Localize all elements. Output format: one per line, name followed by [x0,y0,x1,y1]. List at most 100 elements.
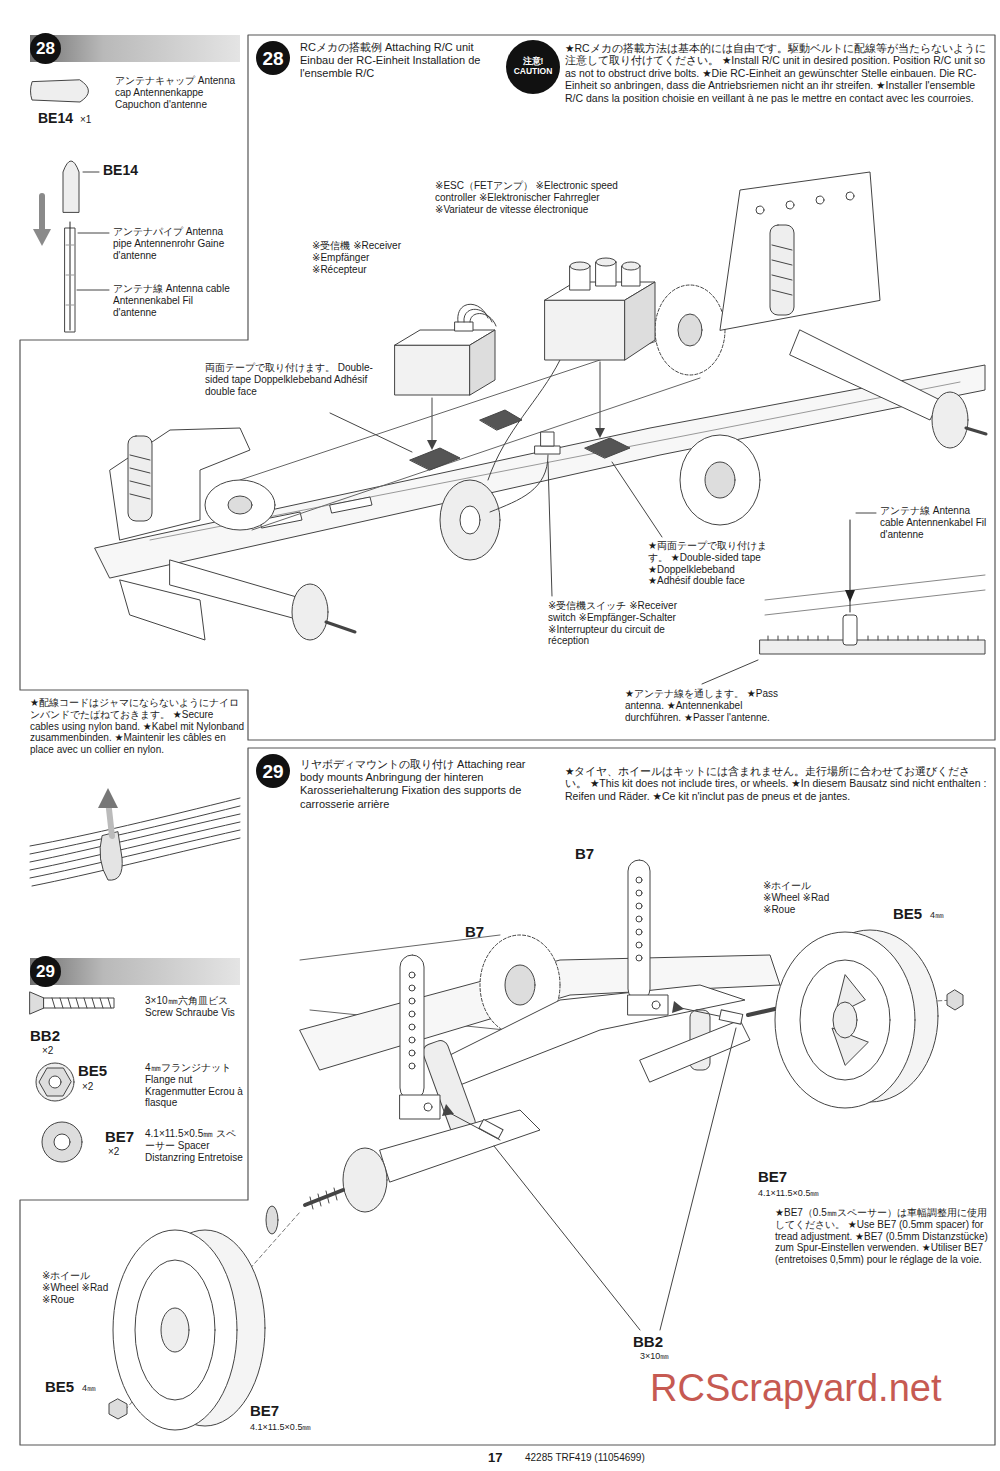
screw-part [30,992,114,1014]
screw-part-stroke [84,998,87,1008]
step-number: 28 [36,40,55,57]
receiver-unit-stroke [395,345,470,395]
chassis-illustration-stroke [786,201,794,209]
step-number: 29 [36,963,55,980]
chassis-illustration-stroke [120,580,205,640]
screw-part-stroke [92,998,95,1008]
body-mount-post-stroke [652,1001,660,1009]
chassis-illustration-stroke [130,455,150,499]
speed-controller-unit [488,258,655,480]
rear-chassis-illustration-stroke [310,1188,337,1209]
panel-frame-stroke [20,748,995,1445]
body-mount-post-stroke [409,1024,415,1030]
screw-arrows-stroke [672,1001,684,1013]
receiver-switch [490,432,560,596]
chassis-illustration-stroke [228,496,252,514]
double-sided-tape [330,410,662,537]
dimension: 4.1×11.5×0.5㎜ [250,1422,311,1433]
part-name: アンテナ線 Antenna cable Antennenkabel Fil d'… [113,283,238,318]
rear-chassis-illustration-stroke [640,1020,750,1082]
quantity: ×2 [108,1146,119,1158]
double-sided-tape-stroke [585,438,630,458]
receiver-unit-stroke [427,440,437,450]
body-mount-post-stroke [409,972,415,978]
body-mount-post-stroke [628,995,668,1015]
wheel-illustration-stroke [161,1308,189,1352]
dimension: 4㎜ [930,910,944,921]
step-number-circle: 28 [256,41,290,75]
rear-chassis-illustration-stroke [421,1038,478,1136]
chassis-illustration-stroke [680,435,760,525]
body-mount-post-stroke [409,1037,415,1043]
receiver-unit-stroke [432,398,433,446]
step-header-band: 28 [30,35,240,62]
component-label: ※受信機スイッチ ※Receiver switch ※Empfänger-Sch… [548,600,698,647]
antenna-inset-stroke [702,660,758,684]
chassis-illustration-stroke [705,462,735,498]
antenna-pipe-part-stroke [77,290,109,291]
speed-controller-unit-stroke [625,282,655,360]
quantity: ×2 [42,1045,53,1057]
screw-part-stroke [76,998,79,1008]
chassis-illustration-stroke [678,314,702,346]
step-header-band: 29 [30,958,240,985]
part-code: BB2 [633,1333,663,1351]
body-mount-post-stroke [400,955,424,1100]
receiver-switch-stroke [535,446,560,454]
component-label: ※ホイール ※Wheel ※Rad ※Roue [763,880,833,915]
speed-controller-unit-stroke [596,258,616,266]
chassis-illustration-stroke [816,196,824,204]
caution-badge: 注意! CAUTION [506,40,560,94]
chassis-illustration-stroke [440,480,500,560]
caution-text: ★RCメカの搭載方法は基本的には自由です。駆動ベルトに配線等が当たらないように注… [565,42,990,104]
antenna-cap-part-stroke [63,161,79,212]
flange-nut-part-stroke [39,1068,71,1096]
quantity: ×2 [82,1081,93,1093]
component-label: ※ESC（FETアンプ） ※Electronic speed controlle… [435,180,645,215]
screw-arrows-stroke [494,1146,640,1330]
chassis-illustration-stroke [128,436,152,521]
screw-part-stroke [44,998,114,1008]
component-label: アンテナ線 Antenna cable Antennenkabel Fil d'… [880,505,990,540]
rear-chassis-illustration-stroke [440,985,745,1085]
panel-frame [20,35,995,1445]
wheel-illustration-stroke [800,960,890,1080]
antenna-pipe-part-stroke [78,233,109,234]
chassis-illustration-stroke [330,497,372,513]
chassis-illustration-stroke [756,206,764,214]
speed-controller-unit-stroke [570,262,590,270]
chassis-illustration-stroke [150,382,960,540]
part-name: 3×10㎜六角皿ビス Screw Schraube Vis [145,995,240,1019]
wheel-illustration-stroke [113,1230,237,1430]
component-label: ★両面テープで取り付けます。 ★Double-sided tape ★Doppe… [648,540,778,587]
double-sided-tape-stroke [410,448,460,470]
receiver-unit-stroke [458,304,488,322]
screw-arrows-stroke [660,1028,736,1330]
screw-part-stroke [68,998,71,1008]
caution-text: 注意! CAUTION [511,57,555,77]
document-code: 42285 TRF419 (11054699) [525,1452,645,1464]
part-code: BE5 [893,905,922,923]
body-mount-post [400,860,668,1119]
antenna-cap-part-stroke [31,80,89,102]
panel-frame-stroke [20,35,995,740]
screw-part-stroke [100,998,103,1008]
chassis-illustration-stroke [932,392,968,448]
wheel-illustration-stroke [109,1399,127,1419]
receiver-unit-stroke [455,322,473,331]
screw-part-stroke [108,998,111,1008]
antenna-inset-stroke [845,590,855,602]
step-panel: 29リヤボディマウントの取り付け Attaching rear body mou… [248,748,995,1445]
rear-chassis-illustration-stroke [380,1110,540,1182]
assembly-arrow-stroke [39,196,45,230]
part-name: アンテナパイプ Antenna pipe Antennenrohr Gaine … [113,226,238,261]
spacer-part-stroke [54,1134,70,1150]
flange-nut-part-stroke [36,1063,74,1101]
part-code: B7 [465,923,484,941]
part-code: BE7 [758,1168,787,1186]
chassis-illustration-stroke [292,584,328,640]
body-mount-post-stroke [636,955,642,961]
antenna-inset-stroke [768,636,978,640]
nylon-band-illustration-stroke [30,798,240,846]
